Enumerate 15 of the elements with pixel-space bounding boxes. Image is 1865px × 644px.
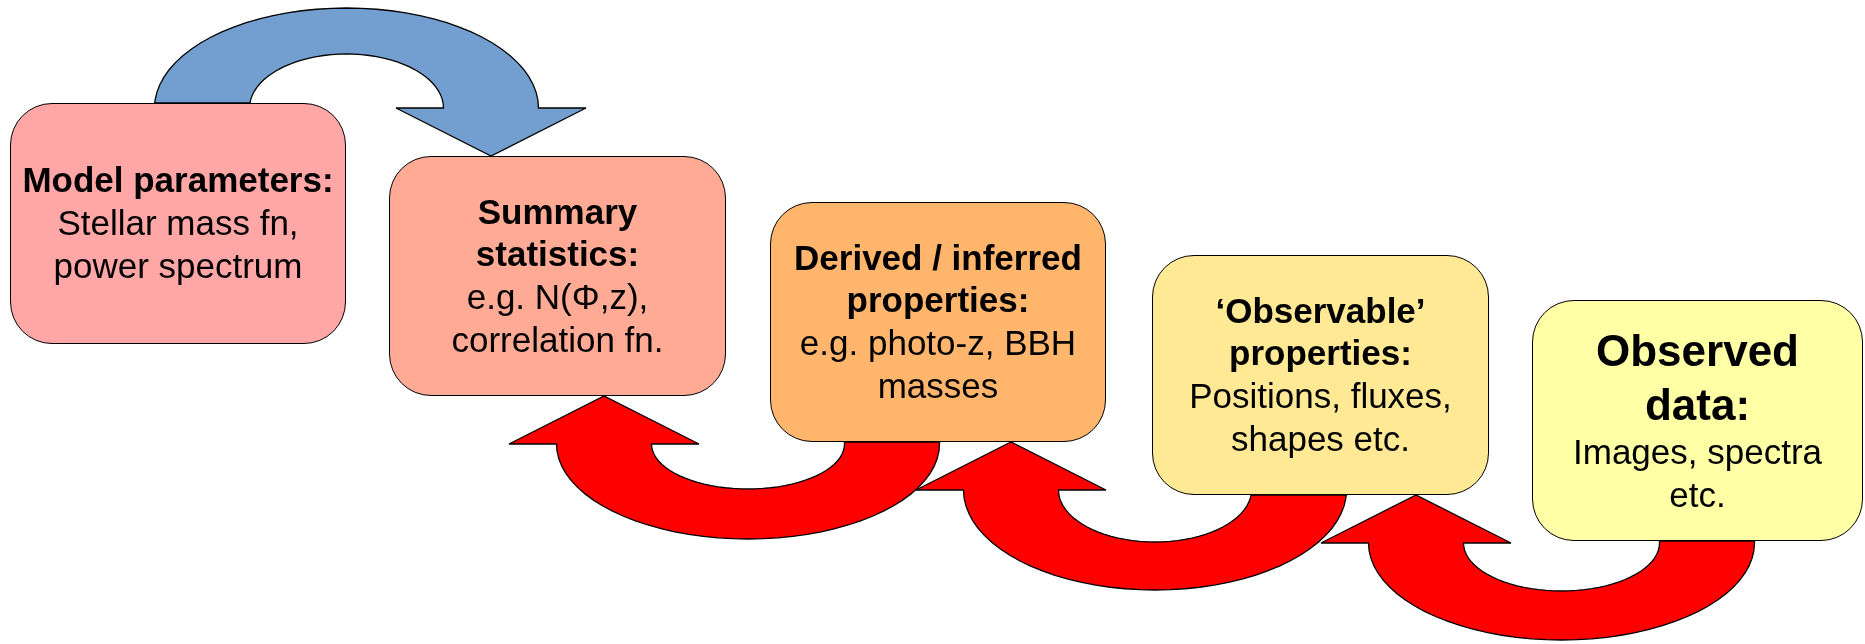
box-heading: ‘Observable’ properties:: [1214, 289, 1427, 375]
process-box: [770, 202, 1106, 442]
box-heading: Observed data:: [1595, 325, 1800, 431]
box-text: Images, spectra etc.: [1572, 431, 1823, 517]
process-box: [1152, 255, 1489, 495]
box-heading: Model parameters:: [22, 159, 334, 202]
box-heading: Derived / inferred properties:: [793, 236, 1083, 322]
process-box: [389, 156, 726, 396]
box-text: e.g. photo-z, BBH masses: [798, 322, 1078, 407]
box-text: e.g. N(Φ,z), correlation fn.: [450, 276, 665, 361]
box-text: Positions, fluxes, shapes etc.: [1188, 375, 1453, 460]
box-heading: Summary statistics:: [474, 190, 641, 276]
box-text: Stellar mass fn, power spectrum: [52, 202, 304, 287]
process-box: [10, 103, 346, 344]
process-box: [1532, 300, 1863, 541]
